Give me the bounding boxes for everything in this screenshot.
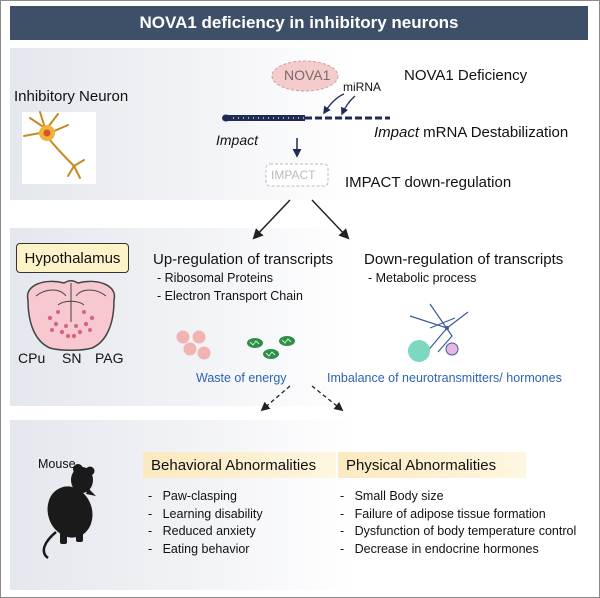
mirna-arrow-1 — [323, 93, 345, 115]
list-item: - Learning disability — [148, 506, 263, 521]
hypothalamus-label: Hypothalamus — [16, 243, 129, 273]
page-title: NOVA1 deficiency in inhibitory neurons — [10, 6, 588, 40]
list-item: - Paw-clasping — [148, 489, 237, 503]
step-impact-downregulation: IMPACT down-regulation — [345, 174, 512, 191]
step-mrna-destabilization: Impact mRNA Destabilization — [374, 124, 569, 141]
impact-protein-box — [265, 163, 329, 187]
list-item: - Decrease in endocrine hormones — [340, 541, 539, 556]
impact-protein-label: IMPACT — [271, 168, 316, 182]
nova1-label: NOVA1 — [284, 67, 331, 83]
waste-of-energy-label: Waste of energy — [196, 371, 287, 385]
arrow-to-upregulation — [252, 199, 291, 240]
upregulation-title: Up-regulation of transcripts — [153, 251, 334, 268]
list-item: - Ribosomal Proteins — [157, 271, 274, 285]
physical-header: Physical Abnormalities — [338, 452, 526, 478]
physical-list: - Small Body size - Failure of adipose t… — [340, 488, 576, 558]
upregulation-list: - Ribosomal Proteins - Electron Transpor… — [157, 270, 303, 305]
impact-mrna-label: Impact — [216, 132, 259, 148]
brain-label-sn: SN — [62, 350, 82, 366]
step-nova1-deficiency: NOVA1 Deficiency — [404, 67, 528, 84]
imbalance-label: Imbalance of neurotransmitters/ hormones — [327, 371, 562, 385]
mirna-label: miRNA — [343, 80, 381, 94]
arrow-to-physical — [311, 385, 344, 412]
list-item: - Metabolic process — [368, 271, 477, 285]
list-item: - Eating behavior — [148, 541, 250, 556]
brain-label-pag: PAG — [95, 350, 124, 366]
list-item: - Dysfunction of body temperature contro… — [340, 524, 577, 538]
impact-mrna-strand — [222, 114, 390, 122]
downregulation-title: Down-regulation of transcripts — [364, 251, 564, 268]
neuron-icon — [22, 111, 96, 184]
mouse-label: Mouse — [38, 457, 76, 471]
neuron-label: Inhibitory Neuron — [14, 88, 129, 105]
list-item: - Reduced anxiety — [148, 524, 256, 538]
ribosome-icons — [176, 330, 211, 360]
downregulation-list: - Metabolic process — [368, 270, 476, 288]
behavioral-header: Behavioral Abnormalities — [143, 452, 336, 478]
arrow-to-downregulation — [311, 199, 350, 240]
panel-phenotypes — [10, 420, 588, 590]
brain-label-cpu: CPu — [18, 350, 46, 366]
brain-section-icon — [26, 280, 116, 351]
mirna-arrow-2 — [341, 95, 356, 116]
arrow-to-behavioral — [260, 385, 291, 412]
list-item: - Failure of adipose tissue formation — [340, 506, 546, 521]
mitochondria-icons — [247, 336, 295, 359]
nova1-protein-shape — [271, 60, 339, 92]
behavioral-list: - Paw-clasping - Learning disability - R… — [148, 488, 263, 558]
mouse-icon — [42, 464, 96, 559]
list-item: - Small Body size — [340, 489, 444, 503]
imbalance-icon — [408, 303, 469, 362]
list-item: - Electron Transport Chain — [157, 288, 303, 303]
